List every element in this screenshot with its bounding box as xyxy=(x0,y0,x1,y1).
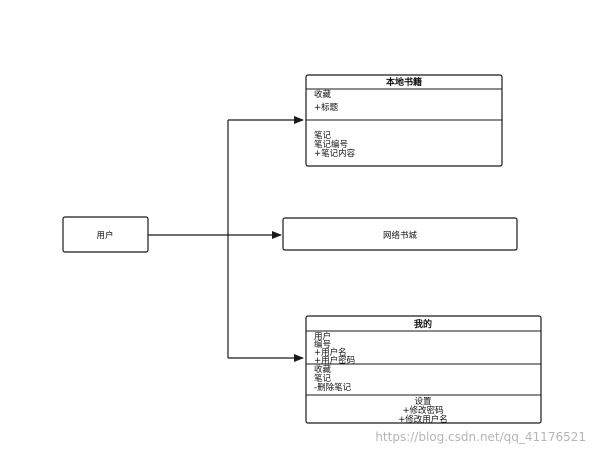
node-mine-attr: +修改密码 xyxy=(402,405,443,416)
node-mine-title: 我的 xyxy=(414,318,432,330)
node-mine: 我的 用户 编号 +用户名 +用户密码 收藏 笔记 -删除笔记 设置 +修改密码… xyxy=(305,315,542,425)
node-local-books-attr: +标题 xyxy=(314,102,339,113)
connectors xyxy=(148,116,304,362)
node-mine-attr: +用户密码 xyxy=(314,355,355,366)
node-mine-attr: +修改用户名 xyxy=(398,414,448,425)
node-local-books-attr: +笔记内容 xyxy=(314,148,356,159)
node-mine-attr: 笔记 xyxy=(314,373,332,384)
node-local-books-attr: 笔记 xyxy=(314,130,332,141)
node-user: 用户 xyxy=(62,216,149,253)
node-user-box xyxy=(62,216,149,253)
node-mine-attr: 收藏 xyxy=(314,364,332,375)
node-local-books-attr: 笔记编号 xyxy=(314,139,348,150)
node-mine-attr: +用户名 xyxy=(314,347,347,358)
node-user-label: 用户 xyxy=(96,230,113,241)
node-online-store-box xyxy=(282,217,518,251)
node-local-books: 本地书籍 收藏 +标题 笔记 笔记编号 +笔记内容 xyxy=(305,74,503,167)
node-mine-attr: 设置 xyxy=(414,396,432,407)
node-mine-box xyxy=(305,315,542,424)
node-online-store: 网络书城 xyxy=(282,217,518,251)
node-mine-attr: 编号 xyxy=(314,339,331,350)
watermark-text: https://blog.csdn.net/qq_41176521 xyxy=(375,430,586,444)
node-local-books-title: 本地书籍 xyxy=(386,76,422,88)
node-mine-attr: 用户 xyxy=(314,331,331,342)
node-online-store-label: 网络书城 xyxy=(383,230,418,241)
node-mine-attr: -删除笔记 xyxy=(314,382,352,393)
node-local-books-attr: 收藏 xyxy=(314,89,332,100)
